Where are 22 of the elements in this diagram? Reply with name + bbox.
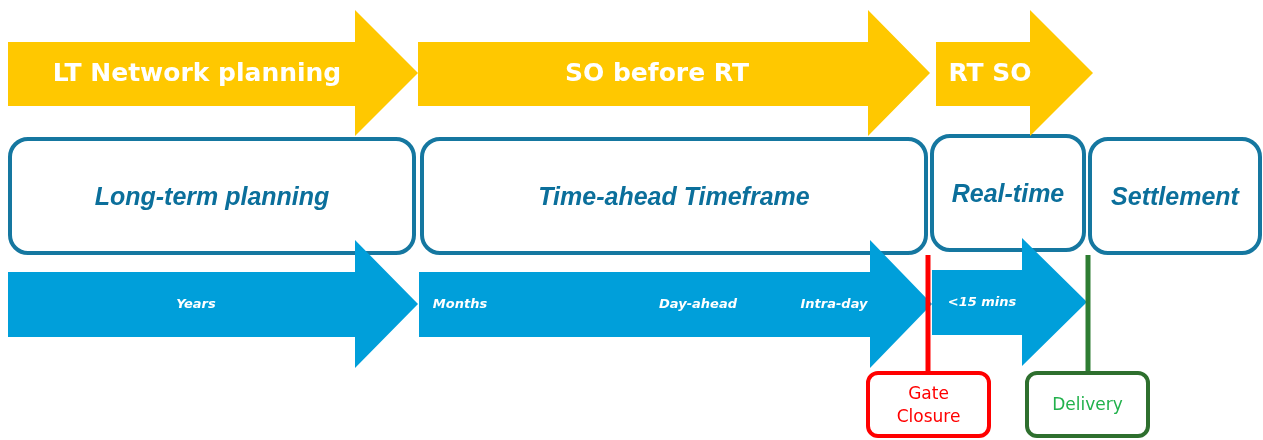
phase-title: Long-term planning: [94, 181, 330, 211]
phase-box: [8, 137, 416, 255]
milestone-label: Gate Closure: [895, 381, 962, 428]
milestone-box: [1025, 371, 1150, 438]
timescale-label: <15 mins: [947, 293, 1017, 309]
timescale-label: Months: [432, 295, 488, 311]
timescale-label: Day-ahead: [659, 295, 737, 311]
timescale-label: Intra-day: [800, 295, 868, 311]
arrow-label: RT SO: [948, 57, 1032, 87]
leader-line: [1085, 255, 1091, 371]
milestone-box: [866, 371, 991, 438]
phase-box: [420, 137, 928, 255]
leader-line: [925, 255, 931, 371]
milestone-label: Delivery: [1051, 393, 1124, 416]
phase-box: [1088, 137, 1262, 255]
arrow-label: LT Network planning: [52, 57, 342, 87]
phase-title: Time-ahead Timeframe: [538, 181, 810, 211]
timescale-label: Years: [176, 295, 216, 311]
phase-title: Real-time: [951, 178, 1065, 208]
phase-title: Settlement: [1111, 181, 1239, 211]
arrow-label: SO before RT: [565, 57, 749, 87]
phase-box: [930, 134, 1086, 252]
